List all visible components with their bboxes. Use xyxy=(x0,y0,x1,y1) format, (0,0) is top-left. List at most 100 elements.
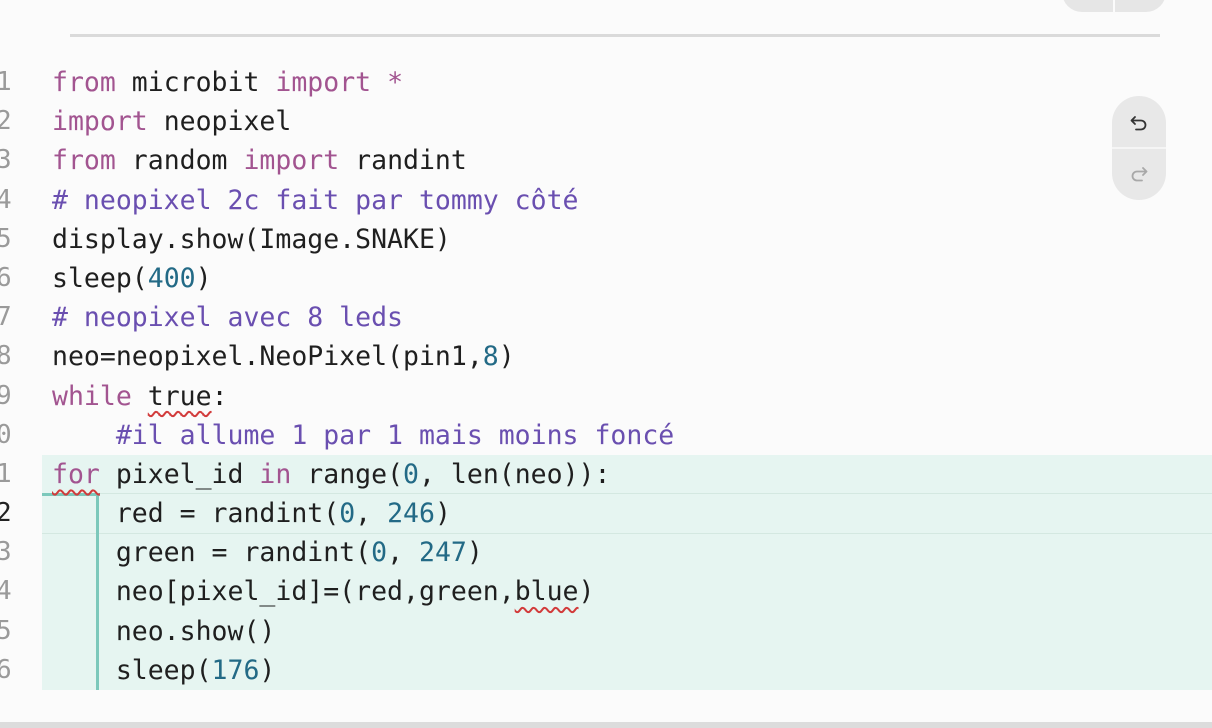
code-token: import xyxy=(52,106,148,138)
code-line[interactable]: 2 red = randint(0, 246) xyxy=(0,494,1212,533)
code-line[interactable]: 2 import neopixel xyxy=(0,102,1212,141)
code-text: # neopixel 2c fait par tommy côté xyxy=(52,181,579,220)
code-token: import xyxy=(275,67,372,98)
code-line[interactable]: 5 neo.show() xyxy=(0,612,1212,651)
code-token: 400 xyxy=(147,262,196,294)
error-token: true xyxy=(147,380,212,412)
code-token: ) xyxy=(195,262,212,294)
code-token: 0 xyxy=(339,498,356,530)
code-line[interactable]: 4# neopixel 2c fait par tommy côté xyxy=(0,181,1212,220)
code-token: ) xyxy=(434,498,451,530)
line-number: 8 xyxy=(0,341,12,372)
code-token: , xyxy=(355,498,388,530)
code-token: 0 xyxy=(371,537,388,569)
code-token: 0 xyxy=(403,458,419,490)
code-token: ) xyxy=(578,576,595,608)
code-token xyxy=(52,420,116,451)
code-token: red = randint( xyxy=(52,498,340,530)
code-token: , len(neo)): xyxy=(419,458,611,490)
code-token xyxy=(371,67,387,98)
code-line[interactable]: 6 sleep(176) xyxy=(0,651,1212,690)
code-token: sleep( xyxy=(52,262,148,294)
line-number: 6 xyxy=(0,654,12,685)
code-text: red = randint(0, 246) xyxy=(52,494,451,533)
code-token: neopixel xyxy=(147,106,292,138)
line-number: 4 xyxy=(0,576,12,607)
code-token: 246 xyxy=(387,498,435,530)
code-token: 247 xyxy=(418,537,467,569)
top-divider xyxy=(70,34,1160,37)
undo-button[interactable] xyxy=(1112,98,1166,148)
code-token: display.show(Image.SNAKE) xyxy=(52,223,451,255)
code-token: range( xyxy=(291,458,404,490)
undo-icon xyxy=(1130,116,1147,131)
code-token: import xyxy=(243,145,340,177)
line-separator xyxy=(42,533,1212,534)
selected-block-highlight xyxy=(42,455,1212,690)
bottom-divider xyxy=(0,722,1212,728)
code-token: from xyxy=(52,145,116,177)
code-text: display.show(Image.SNAKE) xyxy=(52,220,451,259)
code-text: neo.show() xyxy=(52,612,276,651)
code-token: randint xyxy=(339,145,467,177)
code-text: sleep(400) xyxy=(52,259,212,298)
error-token: for xyxy=(52,458,100,490)
code-token: # neopixel avec 8 leds xyxy=(52,302,403,334)
code-token: pixel_id xyxy=(99,458,260,490)
code-token: neo[pixel_id]=(red,green, xyxy=(52,576,515,608)
code-token: 8 xyxy=(482,341,499,373)
code-token: microbit xyxy=(115,67,276,98)
code-text: import neopixel xyxy=(52,102,291,141)
code-token xyxy=(132,381,148,412)
code-token: sleep( xyxy=(52,654,212,686)
code-text: green = randint(0, 247) xyxy=(52,533,483,572)
code-token: , xyxy=(387,537,419,569)
code-line[interactable]: 0 #il allume 1 par 1 mais moins foncé xyxy=(0,416,1212,455)
code-line[interactable]: 7 # neopixel avec 8 leds xyxy=(0,298,1212,337)
code-line[interactable]: 3 green = randint(0, 247) xyxy=(0,533,1212,572)
code-text: for pixel_id in range(0, len(neo)): xyxy=(52,455,610,494)
code-text: neo=neopixel.NeoPixel(pin1,8) xyxy=(52,337,515,376)
current-line-marker xyxy=(42,493,100,496)
code-token: ) xyxy=(466,537,483,569)
code-text: neo[pixel_id]=(red,green,blue) xyxy=(52,572,595,611)
code-token: ) xyxy=(498,341,515,373)
code-token: # neopixel 2c fait par tommy côté xyxy=(52,184,579,216)
code-text: #il allume 1 par 1 mais moins foncé xyxy=(52,416,674,455)
line-number: 3 xyxy=(0,537,12,568)
line-number: 7 xyxy=(0,302,12,333)
code-token: green = randint( xyxy=(52,537,372,569)
code-line[interactable]: 3 from random import randint xyxy=(0,141,1212,180)
indent-guide xyxy=(96,493,99,690)
code-text: sleep(176) xyxy=(52,651,276,690)
code-line[interactable]: 5 display.show(Image.SNAKE) xyxy=(0,220,1212,259)
code-token: random xyxy=(115,145,244,177)
redo-icon xyxy=(1131,167,1148,182)
line-number: 2 xyxy=(0,498,12,529)
code-token: from xyxy=(52,67,116,98)
code-token: neo=neopixel.NeoPixel(pin1, xyxy=(52,341,483,373)
undo-redo-divider xyxy=(1112,147,1166,149)
code-token: * xyxy=(387,67,404,98)
code-line[interactable]: 4 neo[pixel_id]=(red,green,blue) xyxy=(0,572,1212,611)
error-token: blue xyxy=(514,576,579,608)
line-number: 0 xyxy=(0,419,12,450)
line-number: 5 xyxy=(0,223,12,254)
code-text: while true: xyxy=(52,377,228,416)
code-token: #il allume 1 par 1 mais moins foncé xyxy=(115,419,675,451)
code-token: ) xyxy=(259,654,276,686)
code-text: from microbit import * xyxy=(52,63,403,102)
redo-button[interactable] xyxy=(1112,149,1166,199)
line-number: 3 xyxy=(0,145,12,176)
line-number: 9 xyxy=(0,380,12,411)
code-text: # neopixel avec 8 leds xyxy=(52,298,403,337)
line-number: 2 xyxy=(0,106,12,137)
code-line[interactable]: 9 while true: xyxy=(0,377,1212,416)
top-toolbar-pill[interactable] xyxy=(1062,0,1166,12)
code-token: 176 xyxy=(211,654,260,686)
